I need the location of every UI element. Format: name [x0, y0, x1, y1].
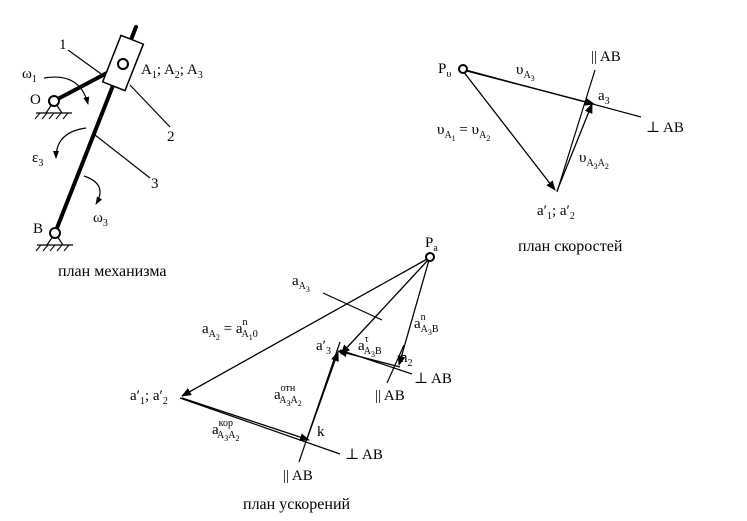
acc-parallel-AB-line-upper: [386, 344, 405, 384]
label-1: 1: [59, 37, 67, 53]
acc-aA3-leader: [322, 292, 383, 321]
velocity-plan: Pυ || AB ⊥ AB a3 υA3 υA1 = υA2 υA3A2 a′1…: [437, 49, 684, 255]
omega1-arrow: [43, 76, 90, 105]
mechanism-plan: 1 2 3 O B A1; A2; A3 ω1 ε3 ω3 план механ…: [22, 25, 203, 280]
acc-k-label: k: [317, 424, 325, 440]
acc-vector-aA3: [340, 258, 430, 355]
acc-a1-a2-label: a′1; a′2: [130, 388, 168, 407]
label-2: 2: [167, 129, 175, 145]
slider-points-label: A1; A2; A3: [141, 62, 203, 81]
joint-A: [117, 58, 129, 70]
acc-vector-akor: [181, 397, 310, 441]
omega3-arrow: [83, 175, 103, 205]
omega3-label: ω3: [93, 210, 108, 229]
mechanism-caption: план механизма: [58, 263, 166, 280]
leader-3: [94, 134, 151, 179]
acc-n2-label: n2: [400, 350, 413, 369]
acc-vector-aotn: [306, 351, 339, 440]
acc-aA3-label: aA3: [292, 273, 310, 294]
omega1-label: ω1: [22, 66, 37, 85]
acc-vector-aA2: [181, 257, 430, 397]
acc-par-AB-lower-label: || AB: [283, 468, 313, 484]
point-O-label: O: [30, 92, 41, 108]
vel-vector-vA3: [462, 69, 595, 106]
acc-perp-AB-lower-label: ⊥ AB: [345, 447, 383, 463]
acc-pole-label: Pa: [425, 235, 438, 254]
vel-par-AB-label: || AB: [591, 49, 621, 65]
eps3-arrow: [53, 127, 87, 159]
vel-vA3A2-label: υA3A2: [579, 150, 609, 171]
acc-par-AB-upper-label: || AB: [375, 388, 405, 404]
acc-vector-aA3B-tau: [337, 349, 401, 368]
label-3: 3: [151, 176, 159, 192]
vel-perp-AB-label: ⊥ AB: [646, 120, 684, 136]
leader-1: [67, 49, 105, 77]
acc-perp-AB-upper-label: ⊥ AB: [414, 371, 452, 387]
vel-vA1-vA2-label: υA1 = υA2: [437, 122, 490, 143]
eps3-label: ε3: [32, 150, 43, 169]
ground-support-O: [34, 95, 72, 120]
vel-vector-vA1: [462, 70, 556, 191]
acc-vector-aA3B-n: [397, 259, 430, 366]
ground-support-B: [35, 227, 73, 252]
vel-vector-vA3A2: [556, 103, 593, 192]
leader-2: [129, 84, 171, 128]
acc-a3prime-label: a′3: [316, 338, 331, 357]
vel-a3-label: a3: [598, 88, 610, 107]
vel-a1-a2-label: a′1; a′2: [537, 203, 575, 222]
accel-caption: план ускорений: [243, 496, 351, 513]
acc-perp-AB-line-lower: [179, 397, 341, 455]
velocity-caption: план скоростей: [518, 238, 623, 255]
acc-pole: [425, 252, 435, 262]
vel-pole: [458, 64, 468, 74]
vel-parallel-AB-line: [556, 69, 596, 193]
point-B-label: B: [33, 221, 43, 237]
vel-vA3-label: υA3: [516, 62, 535, 83]
vel-pole-label: Pυ: [438, 61, 451, 80]
